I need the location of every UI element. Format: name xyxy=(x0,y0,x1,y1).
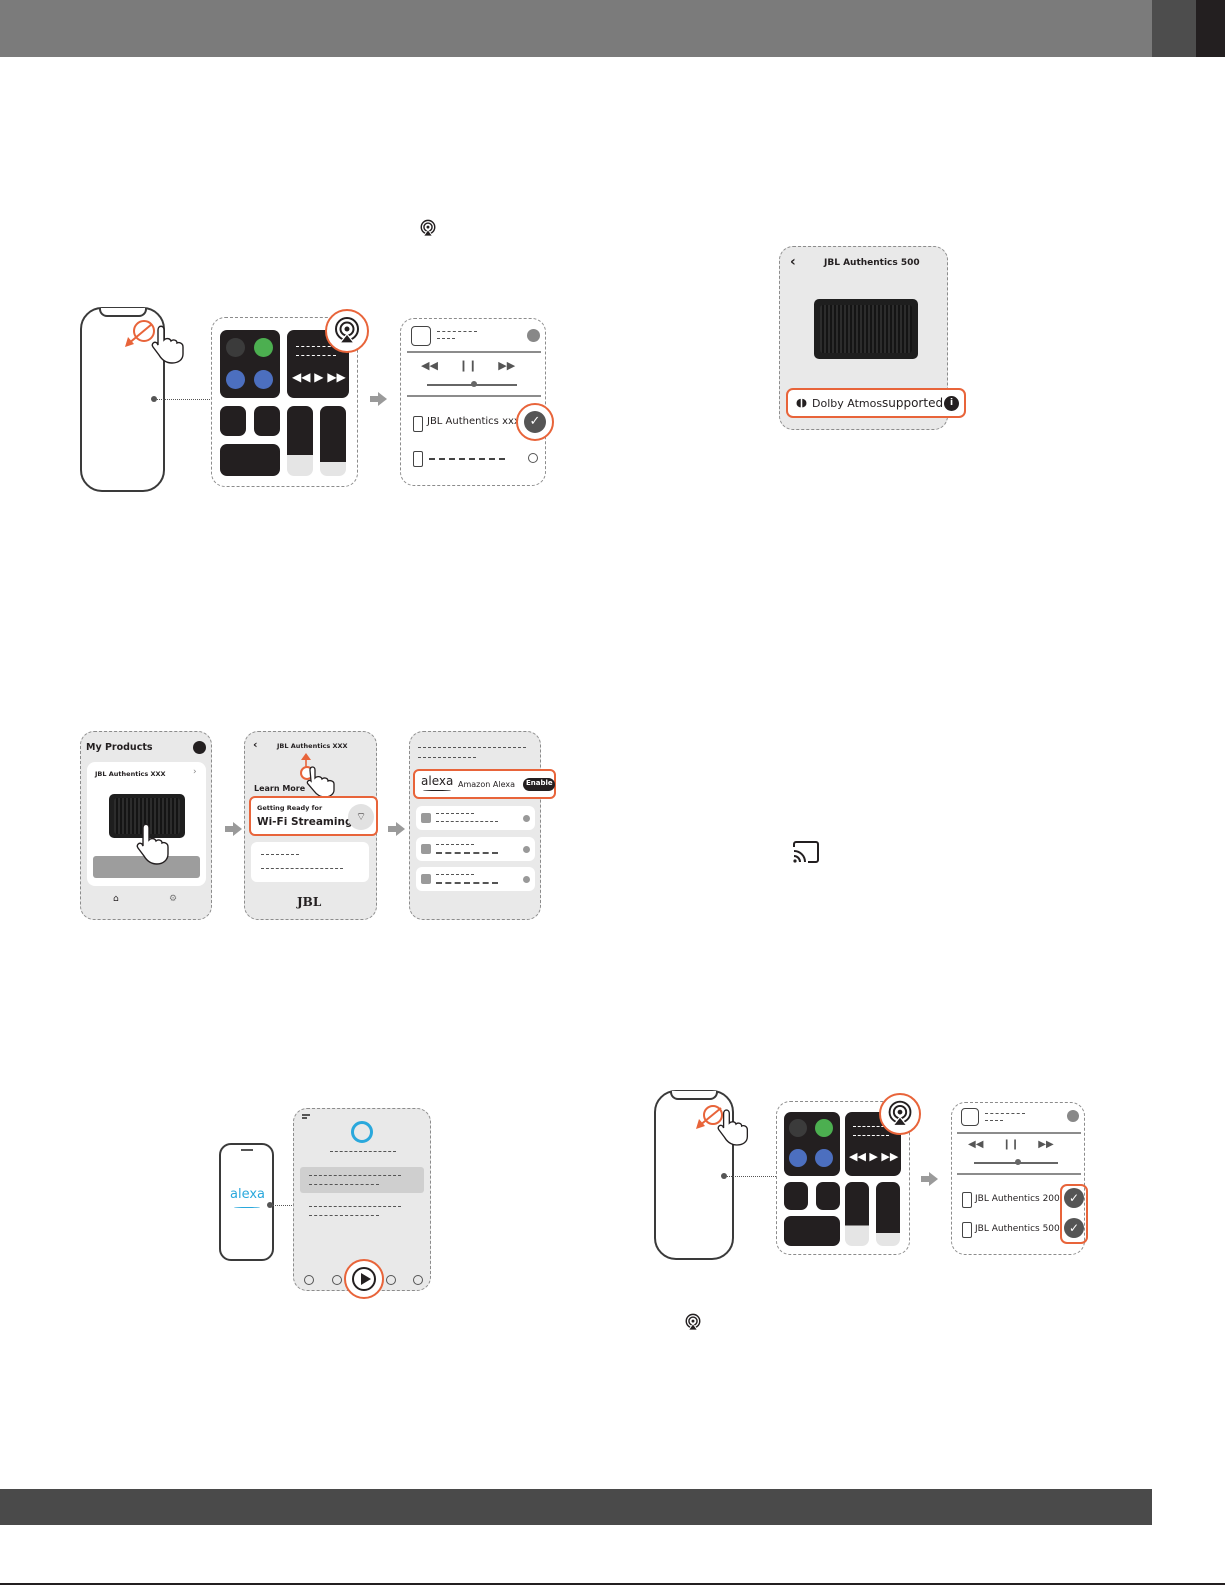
dolby-atmos-badge: ◖◗ Dolby Atmos supported i xyxy=(786,388,966,418)
footer-line xyxy=(0,1583,1225,1585)
my-products-screen: My Products JBL Authentics XXX › ⌂ ⚙ xyxy=(80,731,212,920)
back-icon[interactable]: ‹ xyxy=(253,738,258,751)
step-arrow xyxy=(921,1172,938,1186)
airplay-button[interactable] xyxy=(879,1093,921,1135)
dolby-supported-label: supported xyxy=(882,396,944,410)
header-tab-dark xyxy=(1196,0,1225,57)
airplay-button[interactable] xyxy=(325,309,369,353)
airplay-icon xyxy=(420,219,436,237)
header-bar xyxy=(0,0,1152,57)
hand-icon xyxy=(306,766,335,798)
hand-icon xyxy=(136,823,169,865)
product-card-name: JBL Authentics XXX xyxy=(95,770,166,778)
learn-more-label: Learn More xyxy=(254,784,306,793)
airplay-device-name[interactable]: JBL Authentics xxx xyxy=(427,416,520,427)
info-icon[interactable]: i xyxy=(944,396,959,411)
airplay-multi-device-panel: ◀◀ ❙❙ ▶▶ JBL Authentics 200 JBL Authenti… xyxy=(951,1102,1085,1255)
connector-dot xyxy=(151,396,157,402)
step-arrow xyxy=(370,392,387,406)
airplay-device-name-1[interactable]: JBL Authentics 500 xyxy=(975,1224,1060,1234)
dolby-label: Dolby Atmos xyxy=(812,397,883,410)
settings-icon[interactable]: ⚙ xyxy=(169,894,178,904)
swipe-arrow-icon xyxy=(125,323,153,347)
back-icon[interactable]: ‹ xyxy=(790,254,796,270)
control-center-panel: ◀◀ ▶ ▶▶ xyxy=(776,1101,910,1255)
enable-label: Enable xyxy=(526,779,553,787)
product-card-button[interactable] xyxy=(93,856,200,878)
amazon-alexa-row[interactable]: alexa Amazon Alexa Enable xyxy=(413,769,556,799)
enable-button[interactable]: Enable xyxy=(523,778,555,791)
footer-bar xyxy=(0,1489,1152,1525)
alexa-logo: alexa xyxy=(421,774,454,788)
hand-icon xyxy=(151,325,184,364)
airplay-device-panel: ◀◀ ❙❙ ▶▶ JBL Authentics xxx xyxy=(400,318,546,486)
add-product-icon[interactable] xyxy=(193,741,206,754)
banner-big-text: Wi-Fi Streaming xyxy=(257,816,353,828)
product-card[interactable]: JBL Authentics XXX › xyxy=(87,762,206,886)
connector-line xyxy=(154,399,212,400)
alexa-ring-icon xyxy=(351,1121,373,1143)
home-icon[interactable]: ⌂ xyxy=(113,894,119,904)
wifi-icon: ⌔ xyxy=(348,804,374,830)
swipe-arrow-icon xyxy=(696,1107,722,1129)
chevron-right-icon: › xyxy=(193,767,197,777)
alexa-service-name: Amazon Alexa xyxy=(458,780,515,789)
devices-selected-highlight xyxy=(1060,1184,1088,1244)
phone-illustration: alexa xyxy=(219,1143,274,1261)
airplay-icon xyxy=(685,1313,701,1331)
product-screen-title: JBL Authentics XXX xyxy=(277,742,348,750)
step-arrow xyxy=(225,822,242,836)
alexa-app-logo: alexa xyxy=(230,1187,266,1202)
hand-icon xyxy=(717,1109,749,1146)
services-screen xyxy=(409,731,541,920)
banner-small-text: Getting Ready for xyxy=(257,804,323,812)
connector-dot xyxy=(721,1173,727,1179)
checkmark-icon[interactable]: ✓ xyxy=(1064,1188,1084,1208)
header-tab xyxy=(1152,0,1196,57)
checkmark-icon[interactable]: ✓ xyxy=(1064,1218,1084,1238)
connector-line xyxy=(270,1205,294,1206)
airplay-device-name-0[interactable]: JBL Authentics 200 xyxy=(975,1194,1060,1204)
play-button[interactable] xyxy=(352,1267,376,1291)
step-arrow xyxy=(388,822,405,836)
connector-dot xyxy=(267,1202,273,1208)
connector-line xyxy=(724,1176,778,1177)
checkmark-icon[interactable]: ✓ xyxy=(524,411,546,433)
chromecast-icon xyxy=(793,841,819,863)
jbl-logo: JBL xyxy=(297,895,322,909)
product-title: JBL Authentics 500 xyxy=(824,258,920,268)
speaker-image xyxy=(814,299,918,359)
my-products-title: My Products xyxy=(86,742,153,753)
wifi-streaming-banner[interactable]: Getting Ready for Wi-Fi Streaming ⌔ xyxy=(249,796,378,836)
